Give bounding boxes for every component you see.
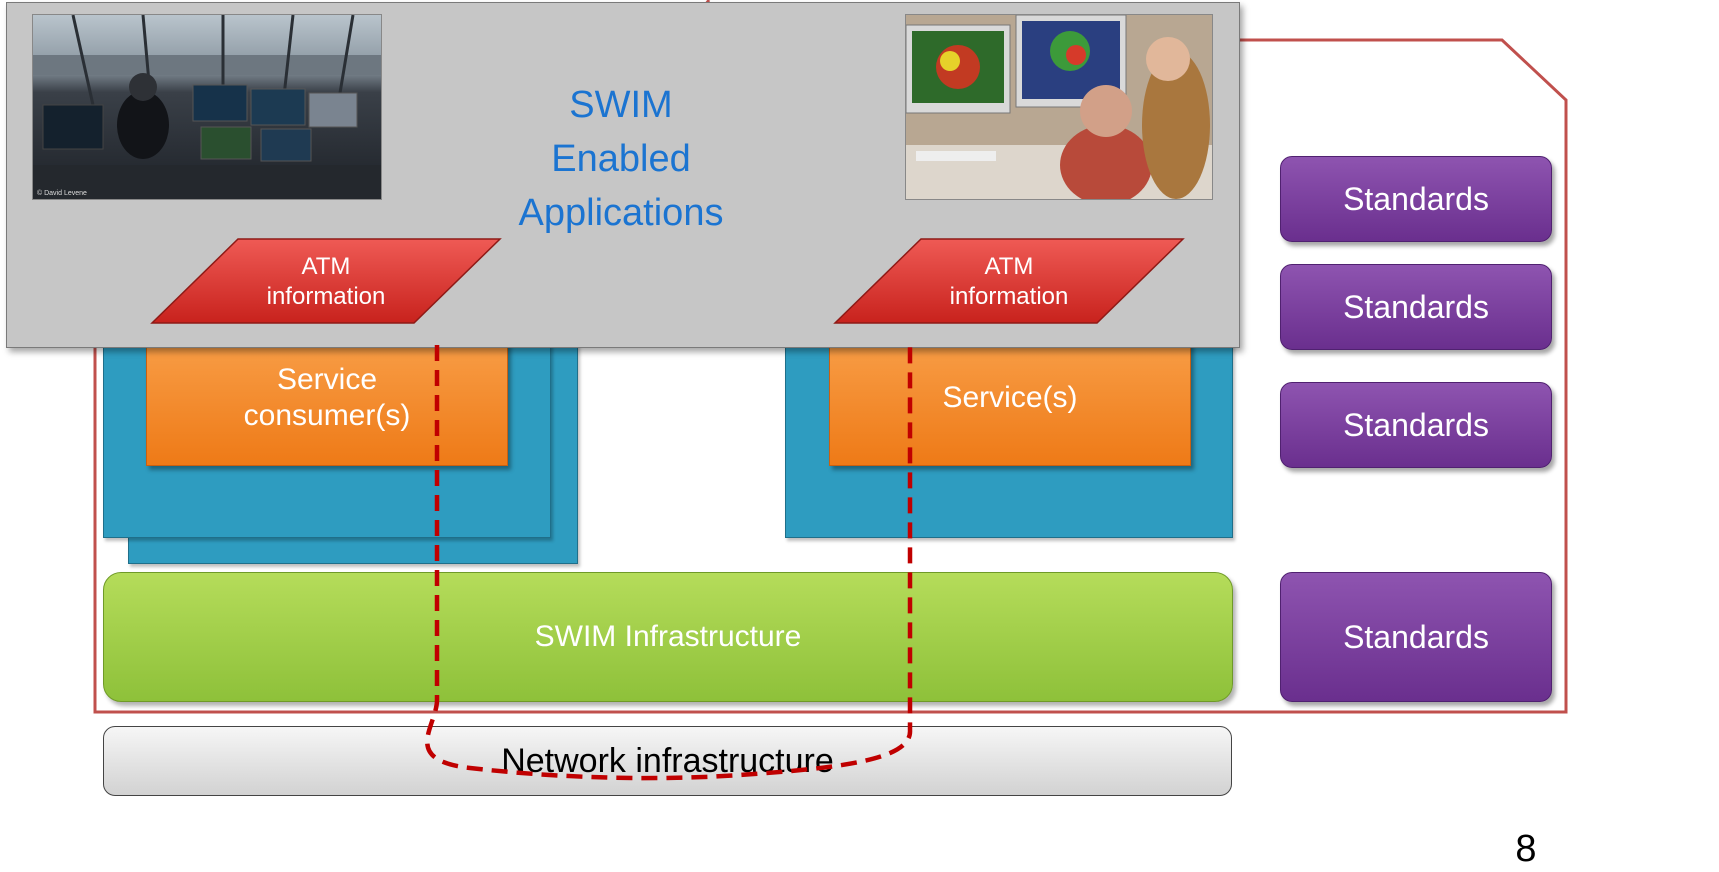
swim-infrastructure-label: SWIM Infrastructure	[534, 620, 802, 653]
atm-information-left: ATM information	[236, 248, 416, 316]
standards-button-applications[interactable]: Standards	[1280, 156, 1552, 242]
atm-right-line1: ATM	[984, 253, 1034, 280]
atm-information-right: ATM information	[919, 248, 1099, 316]
service-consumer-line2: consumer(s)	[243, 399, 411, 432]
service-provider-label: Service(s)	[942, 381, 1078, 414]
standards-label-4: Standards	[1343, 618, 1489, 655]
atm-left-line1: ATM	[301, 253, 351, 280]
applications-title-line1: SWIM	[569, 84, 673, 126]
control-tower-photo: © David Levene	[32, 14, 382, 200]
atm-information-left-shape	[150, 238, 502, 324]
swim-infrastructure-bar: SWIM Infrastructure	[103, 572, 1233, 702]
standards-label-3: Standards	[1343, 406, 1489, 443]
applications-title-line3: Applications	[518, 192, 724, 234]
applications-title-line2: Enabled	[551, 138, 691, 180]
standards-label-2: Standards	[1343, 288, 1489, 325]
control-tower-illustration: © David Levene	[33, 15, 381, 199]
atm-right-line2: information	[949, 283, 1069, 310]
forecaster-illustration	[906, 15, 1212, 199]
applications-title: SWIM Enabled Applications	[505, 78, 737, 240]
service-consumer-line1: Service	[276, 363, 378, 396]
standards-button-services[interactable]: Standards	[1280, 382, 1552, 468]
standards-button-information[interactable]: Standards	[1280, 264, 1552, 350]
atm-left-line2: information	[266, 283, 386, 310]
atm-information-right-shape	[833, 238, 1185, 324]
page-number: 8	[1515, 828, 1537, 870]
standards-button-infrastructure[interactable]: Standards	[1280, 572, 1552, 702]
weather-forecaster-photo	[905, 14, 1213, 200]
service-provider-box: Service(s)	[829, 330, 1191, 466]
photo-credit: © David Levene	[37, 189, 87, 197]
network-infrastructure-bar: Network infrastructure	[103, 726, 1232, 796]
standards-label-1: Standards	[1343, 180, 1489, 217]
service-consumer-box: Service consumer(s)	[146, 330, 508, 466]
